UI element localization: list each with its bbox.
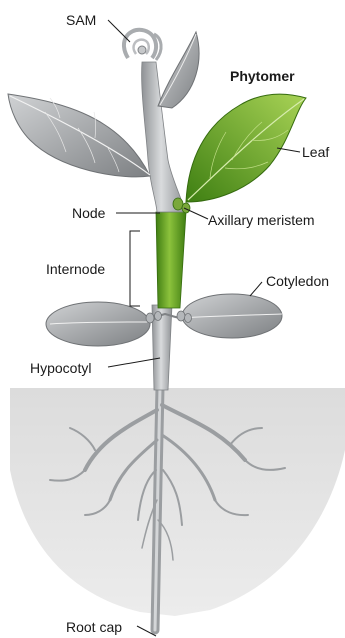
label-cotyledon: Cotyledon xyxy=(266,273,329,289)
phytomer-leaf xyxy=(186,94,306,202)
axillary-meristem-leader xyxy=(184,208,208,219)
label-sam: SAM xyxy=(66,12,96,28)
label-internode: Internode xyxy=(46,261,105,277)
label-phytomer: Phytomer xyxy=(230,68,295,84)
cotyledon-leader xyxy=(250,282,262,296)
cotyledon-right xyxy=(180,294,282,338)
internode-bracket xyxy=(130,231,140,306)
young-leaf-upper-right xyxy=(158,32,199,108)
sam-leader xyxy=(108,20,130,42)
sam-bud xyxy=(124,30,161,60)
label-axillary-meristem: Axillary meristem xyxy=(208,212,315,228)
cotyledon-left xyxy=(46,302,150,346)
phytomer-internode xyxy=(156,212,186,308)
mature-leaf-left xyxy=(8,94,150,177)
label-hypocotyl: Hypocotyl xyxy=(30,360,91,376)
label-leaf: Leaf xyxy=(302,144,329,160)
hypocotyl-leader xyxy=(108,358,160,367)
label-root-cap: Root cap xyxy=(66,619,122,635)
soil-region xyxy=(10,388,345,616)
label-node: Node xyxy=(72,205,106,221)
